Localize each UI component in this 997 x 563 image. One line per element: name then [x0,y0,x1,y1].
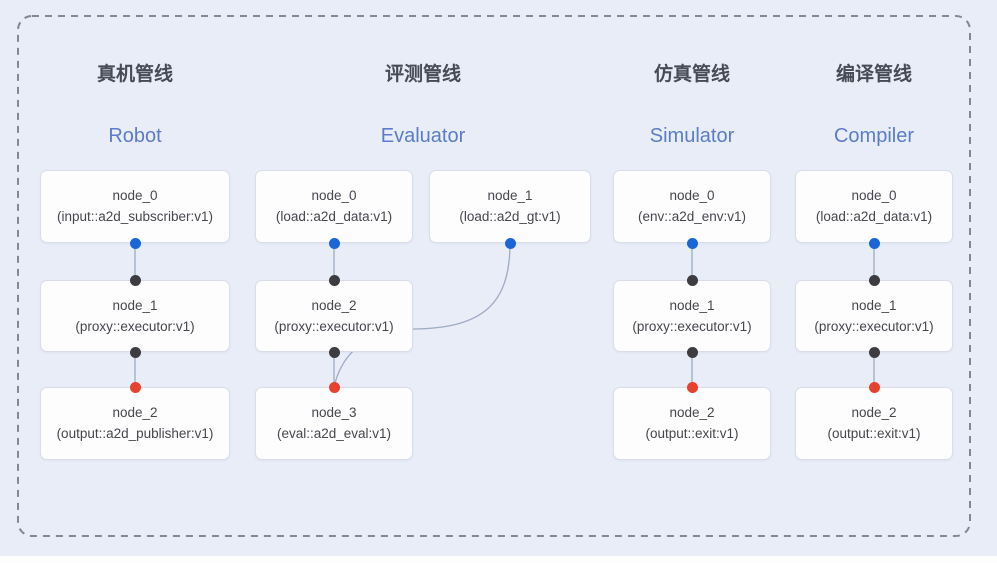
node-box: node_2 (proxy::executor:v1) [255,280,413,352]
node-box: node_2 (output::a2d_publisher:v1) [40,387,230,460]
node-detail-label: (load::a2d_gt:v1) [459,209,561,224]
output-port-dot-dark [129,346,141,358]
node-name-label: node_1 [487,188,533,203]
node-name-label: node_2 [112,405,158,420]
bottom-edge-strip [0,556,997,563]
node-name-label: node_1 [851,297,897,313]
output-port-dot [328,237,340,249]
output-port-dot-dark [868,346,880,358]
node-detail-label: (load::a2d_data:v1) [275,209,393,224]
output-port-dot-dark [686,346,698,358]
node-name-label: node_2 [311,297,357,313]
node-name-label: node_2 [851,405,897,420]
node-name-label: node_2 [669,405,715,420]
node-name-label: node_1 [669,297,715,313]
node-name-label: node_0 [112,188,158,203]
node-name-label: node_1 [112,297,158,313]
node-box: node_1 (load::a2d_gt:v1) [429,170,591,243]
node-box: node_2 (output::exit:v1) [613,387,771,460]
edge-curve-eval-1-3 [333,242,511,388]
node-detail-label: (env::a2d_env:v1) [637,209,747,224]
node-box: node_1 (proxy::executor:v1) [795,280,953,352]
pipeline-title-en-compiler: Compiler [833,125,915,147]
output-port-dot [129,237,141,249]
node-box: node_0 (env::a2d_env:v1) [613,170,771,243]
node-name-label: node_0 [851,188,897,203]
input-port-dot [686,274,698,286]
pipeline-title-en-simulator: Simulator [649,125,735,147]
node-detail-label: (proxy::executor:v1) [814,318,934,334]
pipeline-title-zh-simulator: 仿真管线 [653,64,730,85]
output-port-dot [868,237,880,249]
node-detail-label: (proxy::executor:v1) [75,318,195,334]
input-port-dot [328,274,340,286]
node-detail-label: (input::a2d_subscriber:v1) [56,209,214,224]
node-detail-label: (load::a2d_data:v1) [815,209,933,224]
terminal-port-dot [129,381,141,393]
terminal-port-dot [686,381,698,393]
node-box: node_0 (load::a2d_data:v1) [795,170,953,243]
terminal-port-dot [868,381,880,393]
output-port-dot-dark [328,346,340,358]
input-port-dot [129,274,141,286]
node-box: node_1 (proxy::executor:v1) [613,280,771,352]
node-name-label: node_3 [311,405,357,420]
output-port-dot [686,237,698,249]
node-detail-label: (output::a2d_publisher:v1) [56,426,214,441]
node-box: node_2 (output::exit:v1) [795,387,953,460]
pipeline-title-zh-compiler: 编译管线 [835,64,912,85]
node-name-label: node_0 [311,188,357,203]
input-port-dot [868,274,880,286]
node-name-label: node_0 [669,188,715,203]
node-box: node_0 (input::a2d_subscriber:v1) [40,170,230,243]
node-box: node_1 (proxy::executor:v1) [40,280,230,352]
node-detail-label: (proxy::executor:v1) [274,318,394,334]
pipeline-title-zh-robot: 真机管线 [96,64,173,85]
output-port-dot [504,237,516,249]
node-box: node_0 (load::a2d_data:v1) [255,170,413,243]
node-detail-label: (output::exit:v1) [827,426,921,441]
pipeline-title-en-evaluator: Evaluator [380,125,466,147]
pipeline-title-zh-evaluator: 评测管线 [384,64,461,85]
node-detail-label: (eval::a2d_eval:v1) [276,426,392,441]
node-detail-label: (proxy::executor:v1) [632,318,752,334]
terminal-port-dot [328,381,340,393]
pipeline-boundary [17,15,971,537]
node-box: node_3 (eval::a2d_eval:v1) [255,387,413,460]
pipeline-title-en-robot: Robot [108,125,162,147]
node-detail-label: (output::exit:v1) [645,426,739,441]
